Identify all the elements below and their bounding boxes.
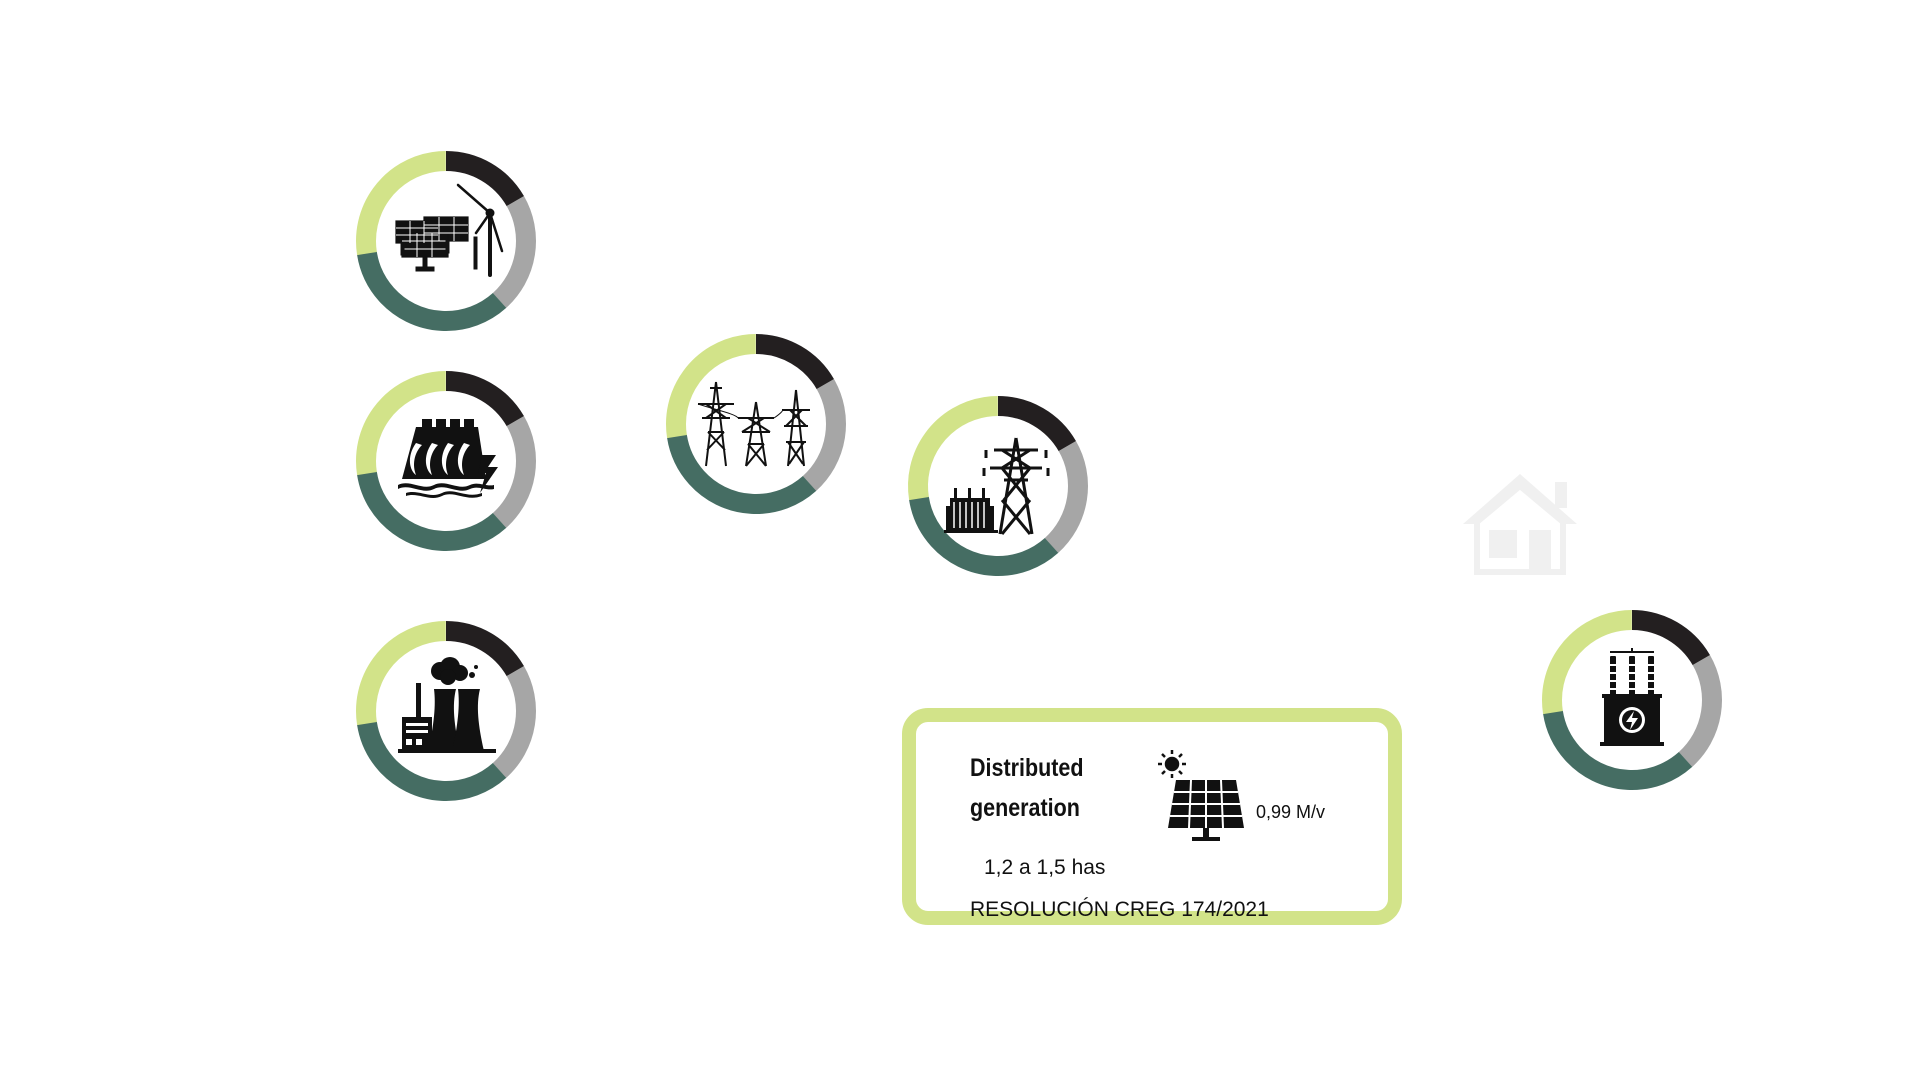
progress-ring [666, 334, 846, 514]
regulation-reference: RESOLUCIÓN CREG 174/2021 [970, 898, 1269, 921]
thermal-plant-icon [398, 657, 496, 753]
capacity-value: 0,99 M/v [1256, 802, 1326, 822]
node-distribution-transformer [1538, 606, 1726, 794]
node-solar-wind-generation [352, 147, 540, 335]
substation-icon [944, 437, 1050, 535]
card-title: Distributed generation [970, 748, 1083, 828]
progress-ring [356, 621, 536, 801]
node-thermal-generation [352, 617, 540, 805]
solar-wind-icon [395, 183, 504, 277]
node-substation [904, 392, 1092, 580]
hydro-dam-icon [398, 419, 498, 498]
node-hydro-generation [352, 367, 540, 555]
node-transmission-network [662, 330, 850, 518]
progress-ring [908, 396, 1088, 576]
card-title-line-1: Distributed [970, 754, 1084, 782]
solar-panel-icon [1156, 748, 1252, 849]
area-value: 1,2 a 1,5 has [984, 856, 1106, 879]
progress-ring [356, 151, 536, 331]
distributed-generation-card: Distributed generation 0,99 [902, 708, 1402, 925]
house-icon [1455, 468, 1585, 583]
sun-icon [1158, 750, 1186, 778]
transmission-towers-icon [697, 381, 810, 467]
card-title-line-2: generation [970, 794, 1080, 822]
progress-ring [1542, 610, 1722, 790]
transformer-icon [1600, 648, 1664, 746]
progress-ring [356, 371, 536, 551]
